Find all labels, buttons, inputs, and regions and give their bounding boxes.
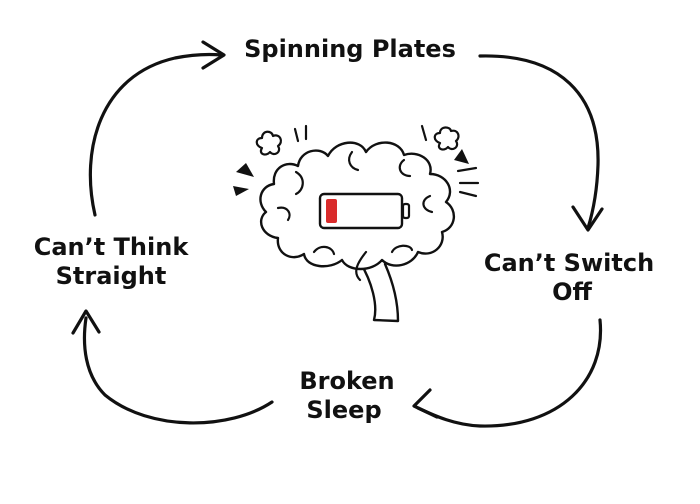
stage-label-bottom-line2: Sleep: [306, 396, 381, 424]
arrow-left-to-top-line: [88, 52, 224, 217]
stress-marks-icon: [233, 124, 480, 198]
arrow-top-to-right: [478, 54, 604, 232]
arrow-bottom-to-left-line: [82, 316, 274, 425]
stage-label-right-line2: Off: [552, 278, 592, 306]
arrow-left-to-top-head: [201, 40, 226, 70]
stage-label-top: Spinning Plates: [244, 35, 456, 63]
brain-folds: [276, 150, 434, 282]
arrow-right-to-bottom-head: [412, 388, 439, 419]
stage-label-right: Can’t Switch Off: [484, 249, 654, 306]
battery-terminal: [401, 202, 411, 220]
arrow-top-to-right-line: [478, 54, 600, 230]
low-battery-icon: [318, 192, 411, 230]
arrow-right-to-bottom-line: [416, 318, 603, 428]
battery-charge-level: [326, 199, 337, 223]
arrow-bottom-to-left-head: [71, 309, 101, 335]
brain-stem: [358, 260, 400, 323]
arrow-top-to-right-head: [571, 205, 604, 232]
arrow-bottom-to-left: [71, 309, 274, 425]
stage-label-left-line2: Straight: [56, 262, 167, 290]
stage-label-left: Can’t Think Straight: [34, 233, 190, 290]
stage-label-left-line1: Can’t Think: [34, 233, 190, 261]
overwhelmed-brain-icon: [233, 124, 480, 323]
steam-puff-icon: [255, 126, 460, 156]
stage-label-bottom: Broken Sleep: [299, 367, 394, 424]
stage-label-bottom-line1: Broken: [299, 367, 394, 395]
arrow-right-to-bottom: [412, 318, 603, 428]
stage-label-right-line1: Can’t Switch: [484, 249, 654, 277]
arrow-left-to-top: [88, 40, 226, 217]
